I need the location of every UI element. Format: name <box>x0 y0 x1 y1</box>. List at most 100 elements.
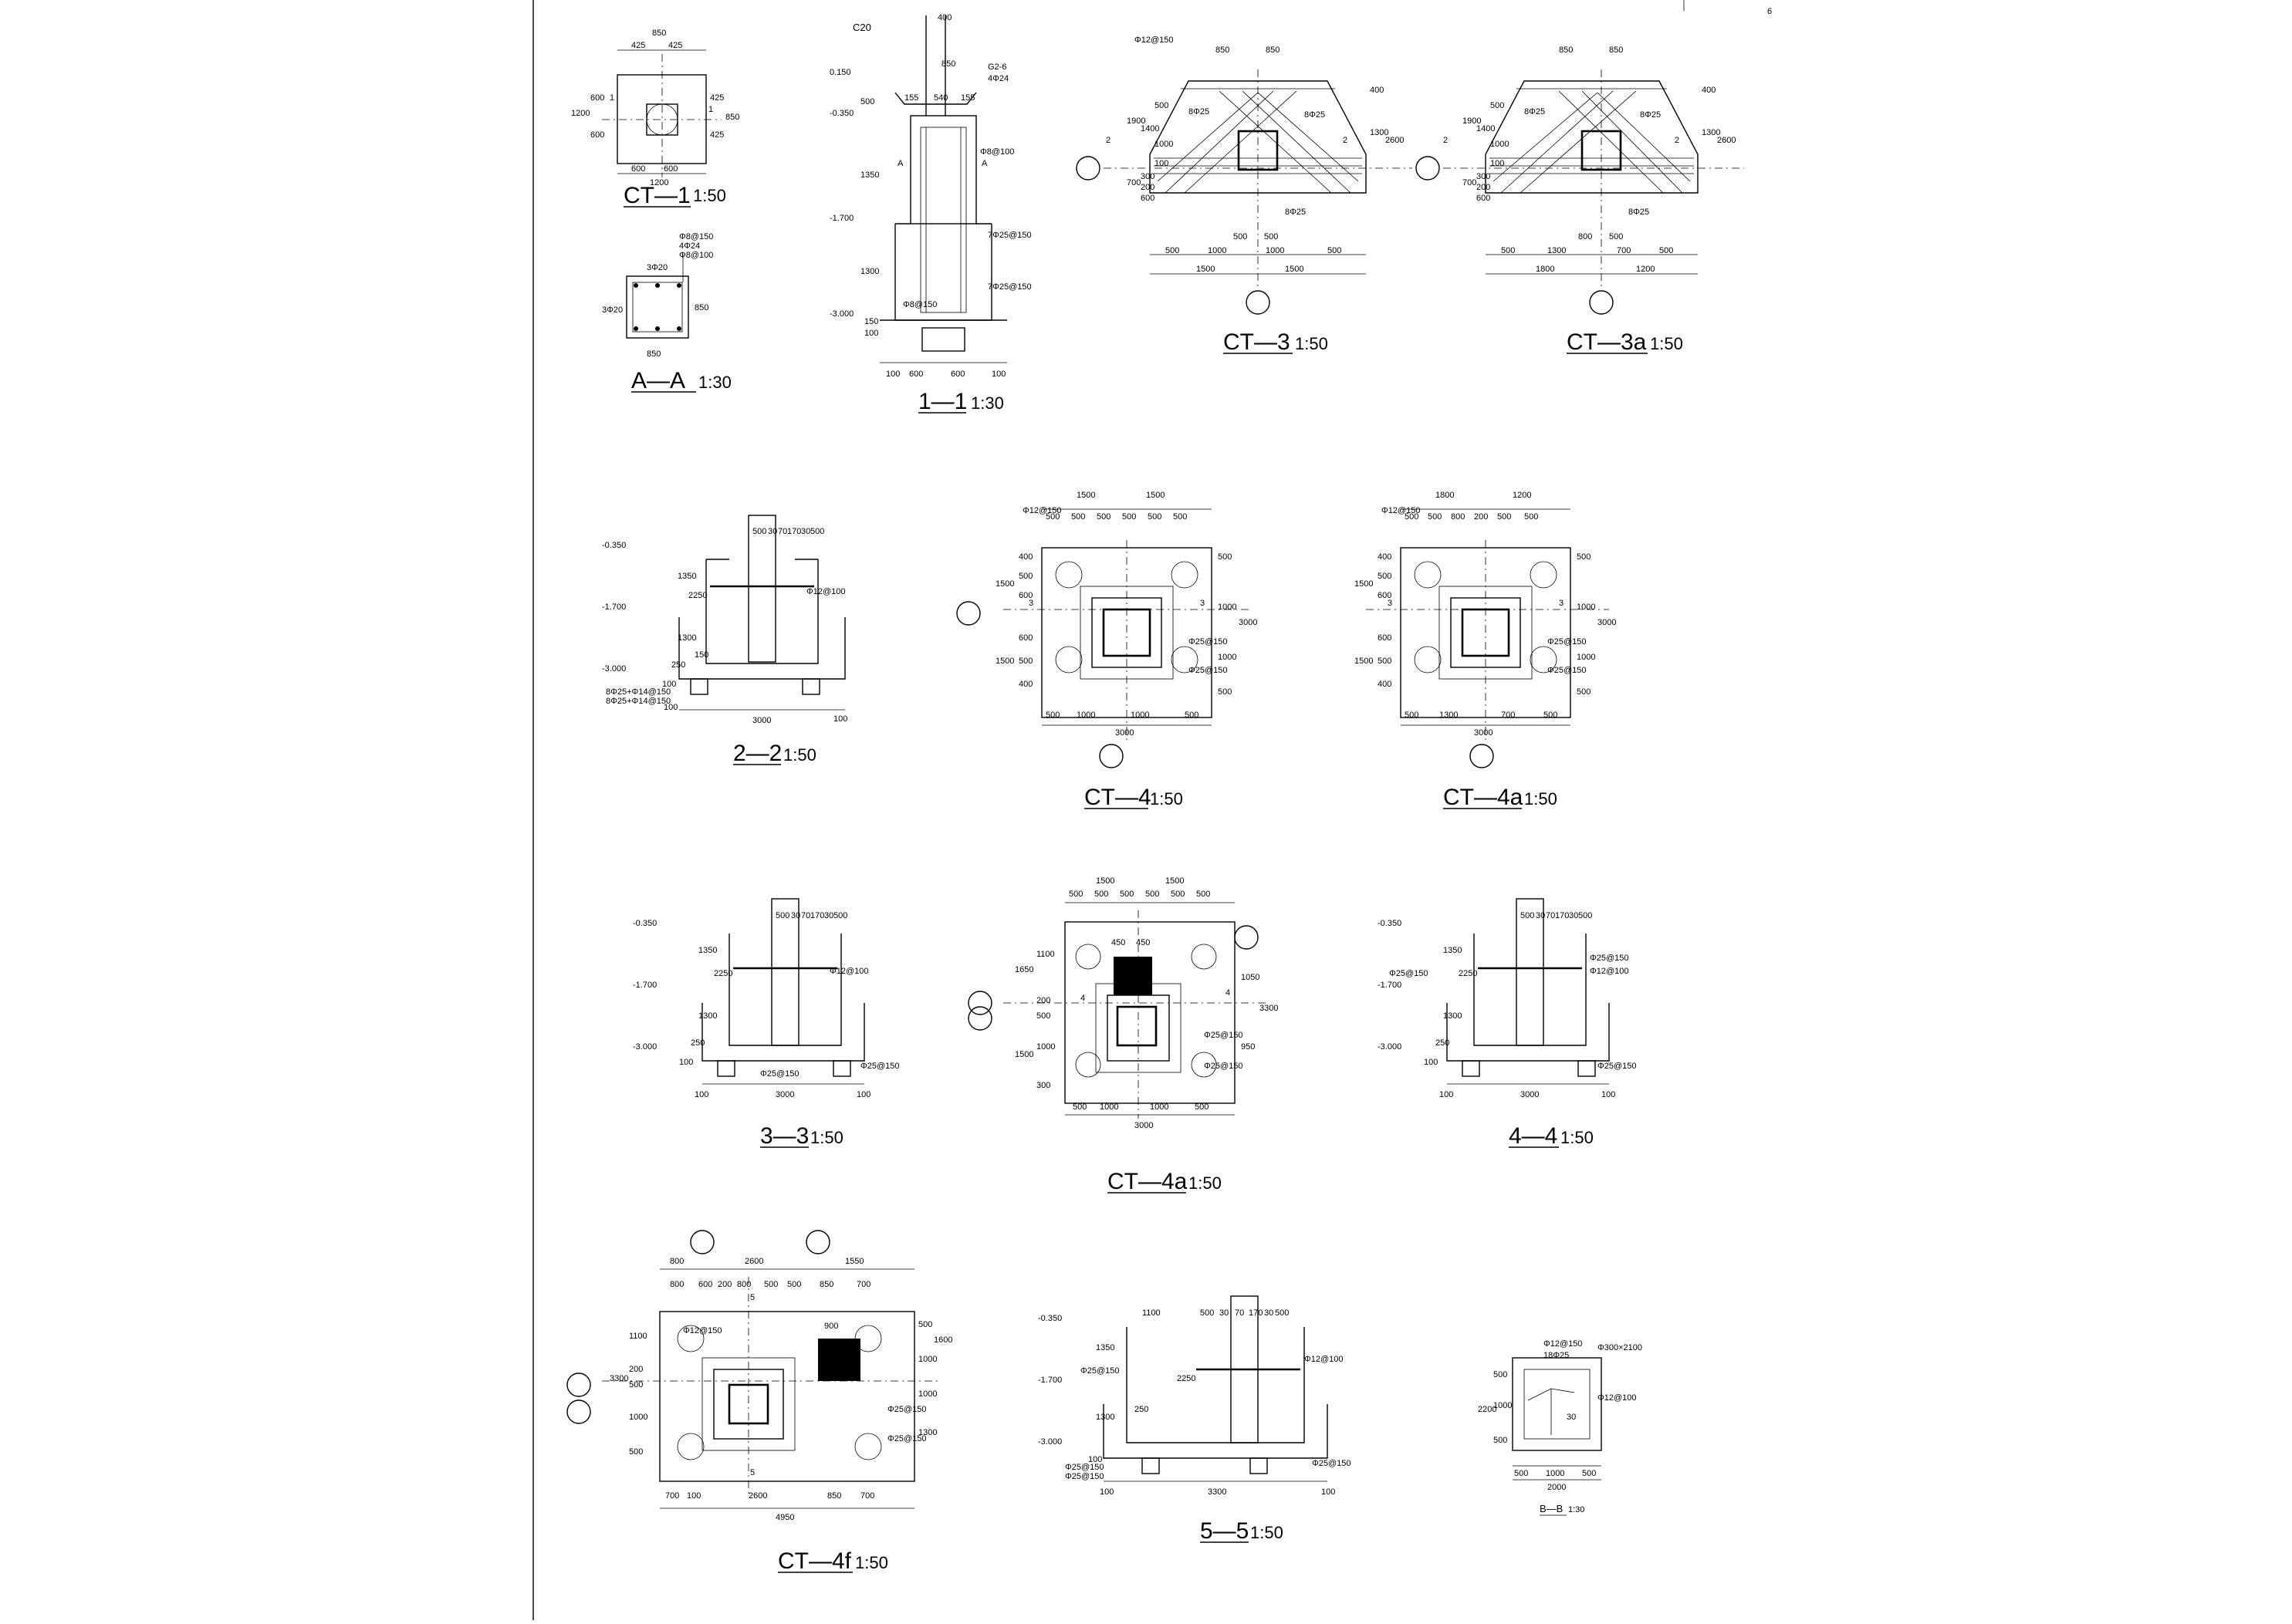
ct3a-bottom-2: 700 <box>1617 246 1631 255</box>
section-4-4: 500 30 70 170 30 500 -0.350 -1.700 -3.00… <box>1378 898 1637 1149</box>
s33-title: 3—3 <box>760 1123 809 1149</box>
aa-note-2: Φ8@100 <box>679 251 713 260</box>
ct4b-plan: 1500 1500 500 500 500 500 500 500 450 45… <box>968 876 1278 1194</box>
s55-height-1: 2250 <box>1177 1374 1195 1383</box>
s33-bottom-0: 100 <box>695 1090 708 1099</box>
ct4f-bottom-0: 700 <box>665 1491 679 1501</box>
aa-bar <box>634 283 638 288</box>
ct4a-axis-right: 3 <box>1559 599 1563 608</box>
ct4-left-1: 1500 <box>996 657 1014 666</box>
bb-left-1: 500 <box>1493 1370 1507 1379</box>
ct4f-pile <box>677 1325 705 1352</box>
s33-note-1: Φ25@150 <box>860 1062 900 1071</box>
s33-pile <box>717 1060 735 1077</box>
s44-level-1: -1.700 <box>1378 981 1401 990</box>
ct4-pile <box>1171 561 1198 589</box>
ct4a-axis-bubble-bottom <box>1469 744 1494 768</box>
ct4b-left-1: 1100 <box>1036 950 1055 959</box>
ct4f-pile <box>854 1433 882 1460</box>
bb-scale: 1:30 <box>1568 1505 1584 1514</box>
s44-bottom-0: 100 <box>1439 1090 1453 1099</box>
ct4f-pile <box>677 1433 705 1460</box>
ct3-left-7: 600 <box>1141 194 1154 203</box>
ct4a-top2-2: 800 <box>1451 512 1465 522</box>
ct1-title: CT—1 <box>624 183 691 208</box>
ct4f-top2-2: 200 <box>718 1280 732 1289</box>
ct3-bottom-2: 1000 <box>1266 246 1284 255</box>
ct4a-top2-5: 500 <box>1524 512 1538 522</box>
ct4b-column <box>1116 1005 1158 1047</box>
ct4-bottom-1: 1000 <box>1077 711 1095 720</box>
ct4-bottom-3: 500 <box>1185 711 1198 720</box>
s44-bottom-2: 100 <box>1601 1090 1615 1099</box>
s11-height-2: 1300 <box>860 267 879 276</box>
ct4-note-0: Φ12@150 <box>1023 506 1062 515</box>
s11-height-1: 1350 <box>860 171 879 180</box>
ct4b-bottom-0: 500 <box>1073 1102 1087 1112</box>
ct3a-title: CT—3a <box>1567 329 1647 355</box>
ct4-top2-3: 500 <box>1122 512 1136 522</box>
ct4a-note-2: Φ25@150 <box>1547 666 1587 675</box>
aa-bar <box>677 283 681 288</box>
ct4b-axis-left: 4 <box>1080 994 1085 1003</box>
s55-top-6: 500 <box>1275 1308 1289 1318</box>
ct4a-top-0: 1800 <box>1435 491 1454 500</box>
s11-label-1: -0.350 <box>830 109 854 118</box>
s44-top-0: 500 <box>1520 911 1534 920</box>
ct4b-top2-0: 500 <box>1069 890 1083 899</box>
ct4b-top2-4: 500 <box>1171 890 1185 899</box>
s22-height-1: 2250 <box>688 591 707 600</box>
s33-height-2: 1300 <box>698 1011 717 1021</box>
s33-pier <box>771 898 799 1046</box>
ct4b-inner-0: 450 <box>1111 938 1125 947</box>
s22-pile <box>690 678 708 695</box>
ct3-dim-top-1: 850 <box>1266 46 1280 55</box>
s11-cage <box>920 127 967 313</box>
s33-pile <box>833 1060 851 1077</box>
ct4-left-6: 500 <box>1019 657 1033 666</box>
ct4b-left-2: 200 <box>1036 996 1050 1005</box>
ct4-axis-right: 3 <box>1200 599 1205 608</box>
ct3-inner-1: 500 <box>1264 232 1278 241</box>
ct4f-top2-6: 850 <box>820 1280 833 1289</box>
ct4f-title: CT—4f <box>778 1548 852 1574</box>
s22-level-0: -0.350 <box>602 541 626 550</box>
aa-bar <box>655 326 660 331</box>
section-3-3: 500 30 70 170 30 500 -0.350 -1.700 -3.00… <box>633 898 900 1149</box>
ct4b-left-0: 1650 <box>1015 965 1033 974</box>
s44-height-2: 1300 <box>1443 1011 1462 1021</box>
bb-stirrup <box>1523 1369 1591 1440</box>
ct4f-top-1: 2600 <box>745 1257 763 1266</box>
ct4f-bottom-2: 2600 <box>749 1491 767 1501</box>
aa-title: A—A <box>631 368 685 393</box>
s55-height-2: 1300 <box>1096 1413 1114 1422</box>
s11-note-top: 400 <box>938 13 952 22</box>
ct1-dim-left-1: 600 <box>590 93 604 103</box>
ct4-bottom-0: 500 <box>1046 711 1060 720</box>
s55-level-2: -3.000 <box>1038 1437 1062 1447</box>
aa-bar <box>634 326 638 331</box>
s44-height-3: 250 <box>1435 1038 1449 1048</box>
ct4b-left-5: 1000 <box>1036 1042 1055 1052</box>
ct4b-bottom-1: 1000 <box>1100 1102 1118 1112</box>
s11-top-2: 155 <box>961 93 975 103</box>
ct1-dim-top-1: 425 <box>631 41 645 50</box>
s11-label-9: Φ8@150 <box>903 300 937 309</box>
bb-left-2: 1000 <box>1493 1401 1512 1410</box>
ct1-dim-right-1: 425 <box>710 130 724 140</box>
ct1-dim-bottom-2: 1200 <box>650 178 668 187</box>
ct4-right-2: 1000 <box>1218 653 1236 662</box>
s11-top-1: 540 <box>934 93 948 103</box>
ct4-left-2: 400 <box>1019 552 1033 562</box>
ct4f-note-1: Φ25@150 <box>887 1405 927 1414</box>
s11-cap-top <box>894 92 977 105</box>
ct4a-top-1: 1200 <box>1513 491 1531 500</box>
ct4b-bottom-2: 1000 <box>1150 1102 1168 1112</box>
s33-top-1: 30 <box>791 911 800 920</box>
ct4a-right-0: 500 <box>1577 552 1591 562</box>
ct4f-axis-bubble-left <box>566 1372 591 1397</box>
ct4f-axis-bubble-left <box>566 1399 591 1424</box>
ct4b-axis-bubble-left <box>968 1006 992 1031</box>
ct3-axis-right: 2 <box>1343 136 1347 145</box>
bb-outline <box>1512 1357 1602 1451</box>
